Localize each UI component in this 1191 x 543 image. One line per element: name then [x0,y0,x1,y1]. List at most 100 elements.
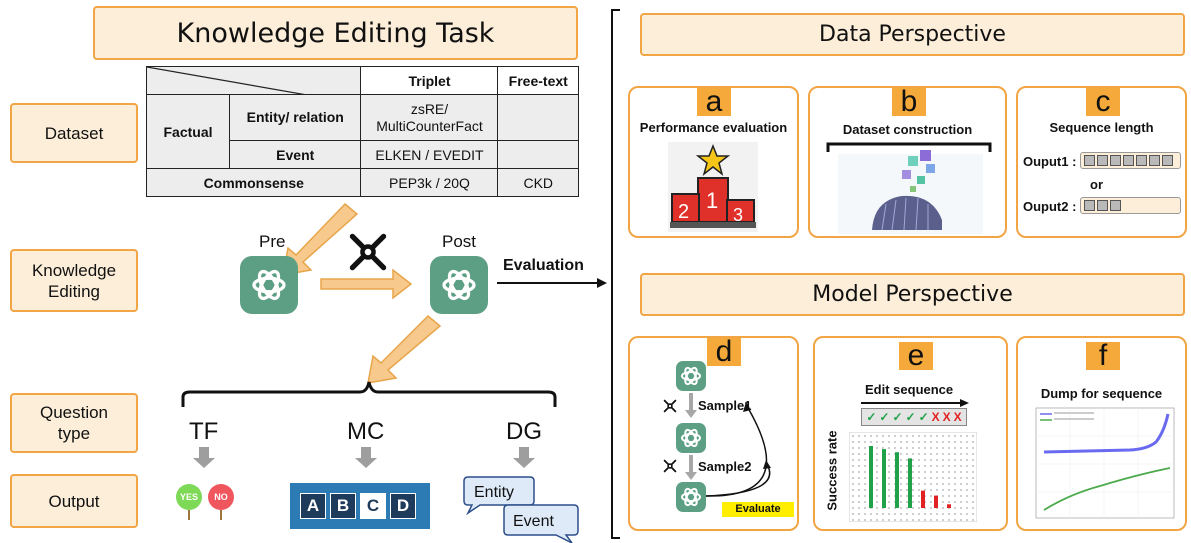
panel-a-title: Performance evaluation [639,120,788,135]
panel-d-letter: d [707,335,741,368]
gpt-step3-icon [676,482,706,512]
dataset-table: Triplet Free-text Factual Entity/ relati… [145,66,579,197]
row-header-entity-relation: Entity/ relation [228,94,362,141]
gray-down-arrows [193,447,535,468]
arrow-pre-to-post [320,268,413,300]
output-event: Event [513,513,554,530]
output-entity: Entity [474,484,515,501]
dataset-construction-image [826,142,992,234]
panel-b-dataset-construction: b Dataset construction [808,85,1007,238]
cell-event-triplet: ELKEN / EVEDIT [360,140,499,169]
panel-f-title: Dump for sequence [1040,386,1163,401]
mc-option-c: C [360,493,386,519]
side-label-output: Output [10,474,138,528]
sequence-cell [1149,155,1160,166]
data-perspective-header: Data Perspective [640,13,1185,56]
sequence-cell [1084,155,1095,166]
question-type-tf: TF [189,418,219,445]
mc-option-a: A [300,493,326,519]
question-type-mc: MC [347,418,385,445]
panel-e-ylabel: Success rate [824,430,840,511]
side-label-knowledge-editing: Knowledge Editing [10,249,138,312]
cell-commonsense-freetext: CKD [497,168,579,197]
row-header-commonsense: Commonsense [145,168,362,197]
success-mark: ✓ [918,410,929,424]
success-rate-bar [869,446,873,508]
success-mark: ✓ [879,410,890,424]
cell-commonsense-triplet: PEP3k / 20Q [360,168,499,197]
cell-entity-triplet: zsRE/ MultiCounterFact [360,94,499,141]
output2-label: Ouput2 : [1023,199,1077,214]
panel-b-title: Dataset construction [842,122,973,137]
edit-sequence-arrow [861,399,969,407]
yes-badge: YES [176,484,202,510]
panel-c-title: Sequence length [1049,120,1154,135]
output1-label: Ouput1 : [1023,154,1077,169]
question-brace [181,381,557,407]
mc-option-b: B [330,493,356,519]
fail-mark: X [953,410,962,424]
success-mark: ✓ [905,410,916,424]
success-rate-bar [895,452,899,508]
yes-no-icon: YES NO [172,482,244,522]
model-perspective-header: Model Perspective [640,273,1185,316]
cell-event-freetext [497,140,579,169]
panel-d-arrows [663,393,771,497]
sequence-cell [1110,200,1121,211]
podium-label-1: 1 [706,188,719,213]
post-label: Post [442,232,477,251]
success-rate-chart [849,432,977,522]
gpt-step1-icon [676,361,706,391]
right-bracket [611,9,620,539]
table-corner [145,66,362,95]
podium-label-2: 2 [678,201,690,223]
mc-options: A B C D [290,483,430,529]
panel-a-performance-evaluation: a Performance evaluation 2 1 3 [628,85,799,238]
side-label-dataset: Dataset [10,103,138,163]
sample2-label: Sample2 [698,459,752,474]
panel-f-letter: f [1086,339,1120,372]
pre-label: Pre [259,232,286,251]
panel-e-title: Edit sequence [865,382,954,397]
gpt-step2-icon [676,423,706,453]
side-label-question-type: Question type [10,393,138,453]
success-mark: ✓ [892,410,903,424]
success-rate-bar [882,449,886,508]
success-rate-bar [947,504,951,508]
podium-icon [668,142,758,232]
arrow-post-to-questions [367,314,442,384]
fail-mark: X [931,410,940,424]
panel-a-letter: a [697,85,731,118]
panel-c-letter: c [1086,85,1120,118]
podium-label-3: 3 [733,205,744,225]
fail-mark: X [942,410,951,424]
output2-sequence-bar [1080,197,1181,214]
cell-entity-freetext [497,94,579,141]
mc-option-d: D [390,493,416,519]
success-rate-bar [934,495,938,508]
panel-c-sequence-length: c Sequence length Ouput1 : or Ouput2 : [1016,85,1187,238]
success-rate-bar [908,458,912,508]
success-mark: ✓ [866,410,877,424]
gpt-pre-icon [240,256,298,314]
gpt-post-icon [430,256,488,314]
sequence-cell [1097,200,1108,211]
speech-bubbles [463,476,579,543]
sequence-cell [1097,155,1108,166]
output1-sequence-bar [1080,152,1181,169]
sequence-cell [1084,200,1095,211]
panel-f-dump-for-sequence: f Dump for sequence [1016,336,1187,531]
sequence-cell [1136,155,1147,166]
panel-e-letter: e [899,339,933,372]
evaluation-label: Evaluation [503,257,584,274]
evaluate-label: Evaluate [722,502,794,517]
sequence-cell [1162,155,1173,166]
no-badge: NO [208,484,234,510]
dump-plot [1035,407,1175,519]
sequence-cell [1110,155,1121,166]
row-header-factual: Factual [146,94,230,169]
success-rate-bar [921,490,925,508]
row-header-event: Event [228,140,362,169]
